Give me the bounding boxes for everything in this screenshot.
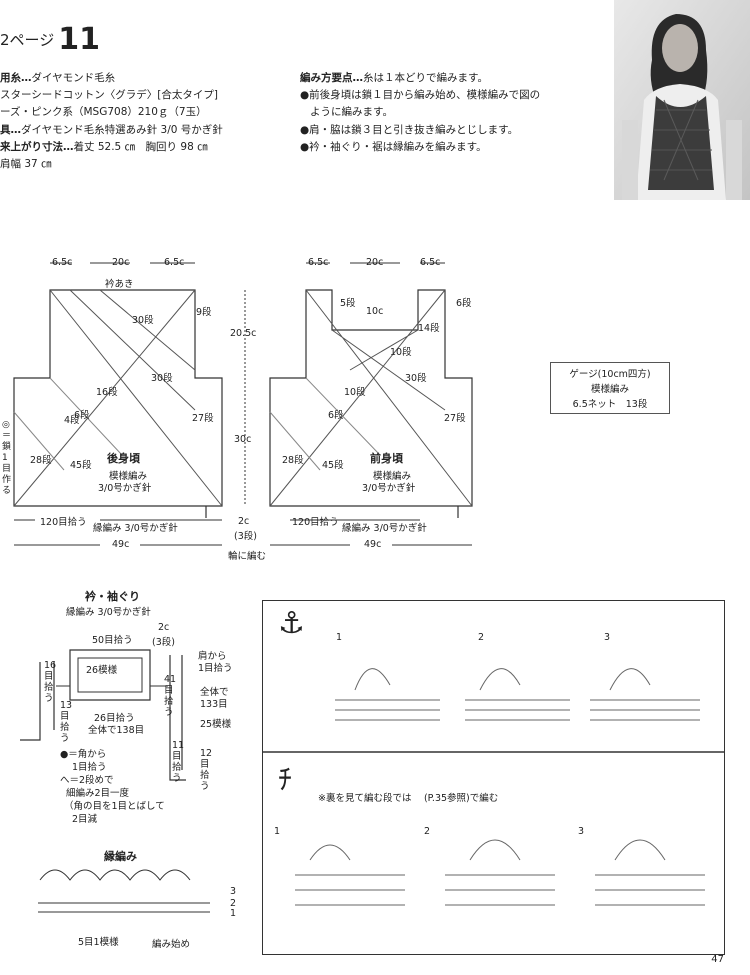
collar-title: 衿・袖ぐり: [85, 590, 140, 603]
back-row-label: 27段: [192, 413, 214, 424]
edging-chart: [38, 869, 210, 913]
back-row-label: 28段: [30, 455, 52, 466]
front-neck-width: 10c: [366, 306, 384, 317]
back-pickup: 120目拾う: [40, 517, 87, 528]
front-row-label: 6段: [456, 298, 472, 309]
front-row-label: 14段: [418, 323, 440, 334]
front-body-hook: 3/0号かぎ針: [362, 483, 416, 494]
step-number: 3: [604, 632, 611, 643]
collar-notes: ●＝角から 1目拾う へ＝2段めで 細編み2目一度 （角の目を1目とばして 2目…: [60, 749, 165, 825]
front-row-label: 45段: [322, 460, 344, 471]
technique-panel: [262, 600, 725, 955]
front-body-outline: [269, 262, 473, 546]
collar-label: 25模様: [200, 719, 232, 730]
collar-label: (3段): [152, 637, 175, 648]
collar-label: 50目拾う: [92, 635, 133, 646]
back-top-width-right: 6.5c: [164, 257, 185, 268]
edging-title: 縁編み: [104, 850, 137, 863]
back-width: 49c: [112, 539, 130, 550]
back-row-label: 9段: [196, 307, 212, 318]
round-note: 輪に編む: [228, 551, 267, 562]
collar-subtitle: 縁編み 3/0号かぎ針: [66, 607, 151, 618]
front-top-width-right: 6.5c: [420, 257, 441, 268]
gauge-box: ゲージ(10cm四方) 模様編み 6.5ネット 13段: [550, 362, 670, 414]
collar-label: 133目: [200, 699, 228, 710]
instructions-block: 編み方要点…糸は１本どりで編みます。 ●前後身頃は鎖１目から編み始め、模様編みで…: [300, 70, 605, 156]
back-row-label: 16段: [96, 387, 118, 398]
step-number: 2: [424, 826, 431, 837]
front-row-label: 6段: [328, 410, 344, 421]
back-row-label: 6段: [74, 410, 90, 421]
back-row-label: 30段: [132, 315, 154, 326]
instruction-line: ●衿・袖ぐり・裾は縁編みを編みます。: [300, 140, 487, 153]
edging-repeat: 5目1模様: [78, 937, 119, 948]
edging-row: 3: [230, 886, 237, 897]
front-body-stitch: 模様編み: [373, 471, 412, 482]
front-row-label: 28段: [282, 455, 304, 466]
step-number: 1: [336, 632, 343, 643]
front-body-title: 前身頃: [370, 452, 403, 465]
front-row-label: 5段: [340, 298, 356, 309]
technique-sketches: [295, 668, 705, 906]
pattern-number: 11: [58, 22, 100, 57]
gap-rows: (3段): [234, 531, 257, 542]
front-row-label: 27段: [444, 413, 466, 424]
collar-label: 全体で: [200, 687, 229, 698]
front-top-width-left: 6.5c: [308, 257, 329, 268]
collar-label: 全体で138目: [88, 725, 145, 736]
front-row-label: 10段: [390, 347, 412, 358]
step-number: 3: [578, 826, 585, 837]
collar-label: 1目拾う: [198, 663, 233, 674]
back-body-stitch: 模様編み: [109, 471, 148, 482]
collar-label: 26目拾う: [94, 713, 135, 724]
edging-start: 編み始め: [152, 939, 191, 950]
panel-note: ※裏を見て編む段では (P.35参照)で編む: [318, 793, 499, 804]
back-height-upper: 20.5c: [230, 328, 257, 339]
back-neck-label: 衿あき: [105, 279, 134, 290]
model-photo: [614, 0, 750, 200]
back-body-outline: [13, 262, 246, 546]
front-width: 49c: [364, 539, 382, 550]
back-top-width-center: 20c: [112, 257, 130, 268]
back-body-title: 後身頃: [107, 452, 140, 465]
back-row-label: 4段: [64, 415, 80, 426]
page-number: 47: [711, 954, 724, 965]
materials-block: 用糸…ダイヤモンド毛糸 スターシードコットン〈グラデ〉[合太タイプ] ーズ・ピン…: [0, 72, 223, 171]
front-edge-note: 縁編み 3/0号かぎ針: [342, 523, 427, 534]
step-number: 2: [478, 632, 485, 643]
edging-row: 1: [230, 908, 237, 919]
instruction-line: ●前後身頃は鎖１目から編み始め、模様編みで図の: [300, 89, 541, 102]
reverse-crochet-symbol-icon: ﾁ: [278, 763, 293, 796]
chain-start-note: ◎＝鎖1目作る: [2, 420, 12, 496]
instruction-line: ●肩・脇は鎖３目と引き抜き編みとじします。: [300, 123, 519, 136]
instruction-line: ように編みます。: [310, 106, 393, 119]
back-body-hook: 3/0号かぎ針: [98, 483, 152, 494]
back-row-label: 30段: [151, 373, 173, 384]
gap-width: 2c: [238, 516, 250, 527]
collar-label: 26模様: [86, 665, 118, 676]
collar-label: 肩から: [198, 651, 227, 662]
back-top-width-left: 6.5c: [52, 257, 73, 268]
back-edge-note: 縁編み 3/0号かぎ針: [93, 523, 178, 534]
collar-diagram: [20, 649, 186, 781]
page-ref: 2ページ: [0, 31, 55, 49]
collar-label: 2c: [158, 622, 170, 633]
edging-row: 2: [230, 898, 237, 909]
front-pickup: 120目拾う: [292, 517, 339, 528]
step-number: 1: [274, 826, 281, 837]
back-height-lower: 30c: [234, 434, 252, 445]
front-row-label: 10段: [344, 387, 366, 398]
model-photo-drawing: [614, 0, 750, 200]
front-row-label: 30段: [405, 373, 427, 384]
front-top-width-center: 20c: [366, 257, 384, 268]
crochet-symbol-icon: ⚓: [278, 606, 305, 641]
back-row-label: 45段: [70, 460, 92, 471]
